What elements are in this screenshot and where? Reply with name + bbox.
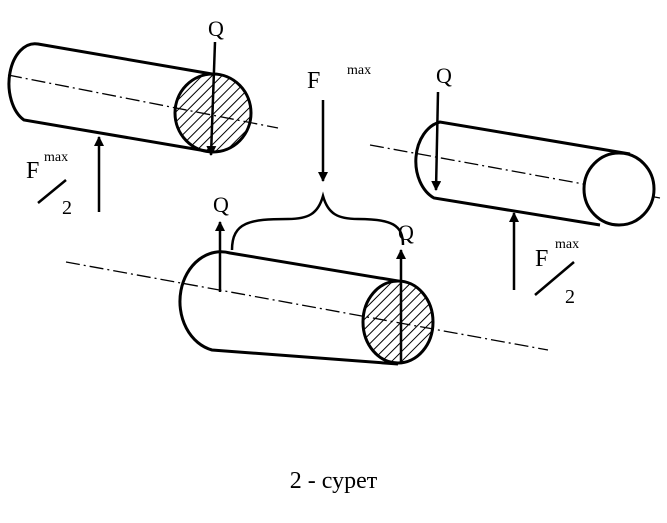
left-cylinder xyxy=(7,42,279,154)
f-left-superscript: max xyxy=(44,150,68,165)
f-right-symbol: F xyxy=(535,246,548,272)
f-right-superscript: max xyxy=(555,237,579,252)
right-cylinder-end-face xyxy=(582,151,656,227)
f-right-denominator: 2 xyxy=(565,286,575,308)
f-left-symbol: F xyxy=(26,158,39,184)
right-cylinder xyxy=(369,120,661,227)
f-max-superscript: max xyxy=(347,63,371,78)
f-left-denominator: 2 xyxy=(62,197,72,219)
f-max-symbol: F xyxy=(307,68,320,94)
q-right-label: Q xyxy=(436,63,452,88)
figure-caption: 2 - сурет xyxy=(289,468,378,494)
right-cylinder-body xyxy=(414,120,631,227)
middle-cylinder xyxy=(65,250,549,366)
f-half-left-label: F max 2 xyxy=(26,150,72,219)
middle-cylinder-body xyxy=(178,250,399,366)
f-half-right-label: F max 2 xyxy=(534,237,579,308)
f-left-fraction-slash xyxy=(37,179,67,204)
q-left-arrow xyxy=(206,41,217,156)
middle-axis-line xyxy=(65,261,549,351)
q-mid-right-label: Q xyxy=(398,220,414,245)
left-cylinder-body xyxy=(7,42,213,154)
middle-cylinder-cross-section xyxy=(361,279,435,365)
curly-brace xyxy=(230,191,405,251)
q-right-arrow xyxy=(431,91,442,191)
q-mid-left-label: Q xyxy=(213,192,229,217)
f-right-fraction-slash xyxy=(534,261,575,296)
q-left-label: Q xyxy=(208,16,224,41)
